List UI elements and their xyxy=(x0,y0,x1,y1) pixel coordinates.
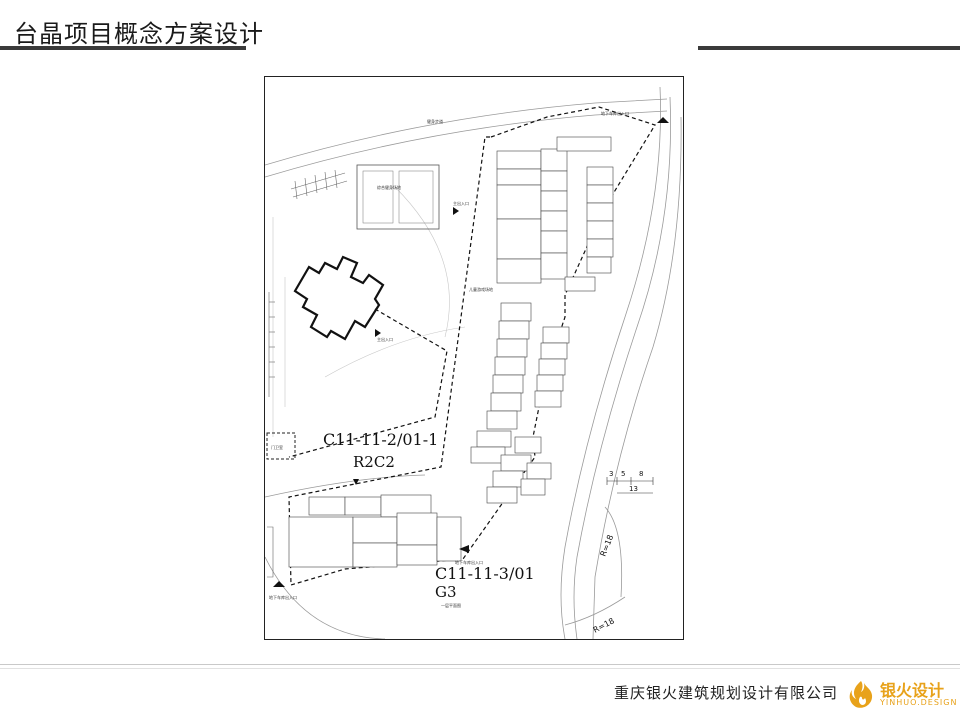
parcel-south-landuse: G3 xyxy=(435,583,457,601)
guard-label: 门卫室 xyxy=(271,444,283,450)
dimension-8: 8 xyxy=(639,470,643,478)
header-rule-left xyxy=(0,46,246,50)
underground-entry-bottom: 地下车库出入口 xyxy=(455,559,483,565)
logo-text-en: YINHUO.DESIGN xyxy=(880,698,958,707)
site-boundary xyxy=(288,106,656,586)
entry-arrows xyxy=(273,117,669,587)
radius-label-2: R=18 xyxy=(592,616,616,634)
dimension-3: 3 xyxy=(609,470,613,478)
logo-text-cn: 银火设计 xyxy=(880,681,945,700)
page-title: 台晶项目概念方案设计 xyxy=(14,20,264,48)
main-entry-label-1: 主出入口 xyxy=(453,200,469,206)
footer-rule-1 xyxy=(0,664,960,665)
dimension-13: 13 xyxy=(629,485,638,493)
site-plan-svg: 综合健身场地 健身步道 xyxy=(265,86,682,639)
parcel-north-landuse: R2C2 xyxy=(353,453,395,471)
context-paths xyxy=(272,186,466,437)
brand-logo: 银火设计 YINHUO.DESIGN xyxy=(846,677,956,713)
building-blocks-ne xyxy=(496,136,614,292)
underground-entry-left: 地下车库出入口 xyxy=(269,594,297,600)
road-dimension xyxy=(606,477,654,494)
dimension-5: 5 xyxy=(621,470,625,478)
building-blocks-mid xyxy=(470,302,570,504)
footer-rule-2 xyxy=(0,668,960,669)
sports-court-a xyxy=(362,170,394,224)
parcel-north-code: C11-11-2/01-1 xyxy=(323,430,438,449)
flame-icon xyxy=(849,681,873,708)
radius-label-1: R=18 xyxy=(599,534,616,558)
floor-plan-title: 一层平面图 xyxy=(441,602,461,608)
sports-court-b xyxy=(398,170,434,224)
site-plan-drawing: 综合健身场地 健身步道 xyxy=(264,76,684,640)
children-play-label: 儿童游戏场地 xyxy=(469,286,493,292)
main-entry-label-2: 主出入口 xyxy=(377,336,393,342)
company-name: 重庆银火建筑规划设计有限公司 xyxy=(614,684,839,702)
sports-field xyxy=(356,164,440,230)
building-blocks-south xyxy=(288,494,462,568)
context-roads xyxy=(265,86,682,639)
header-rule-right xyxy=(698,46,960,50)
underground-entry-top: 地下车库出入口 xyxy=(601,110,629,116)
parcel-south-code: C11-11-3/01 xyxy=(435,564,535,583)
guard-house xyxy=(266,432,296,460)
sports-field-label: 综合健身场地 xyxy=(377,184,401,190)
parking-strips xyxy=(267,169,348,578)
walkway-label: 健身步道 xyxy=(427,118,443,124)
residential-tower xyxy=(293,255,385,341)
